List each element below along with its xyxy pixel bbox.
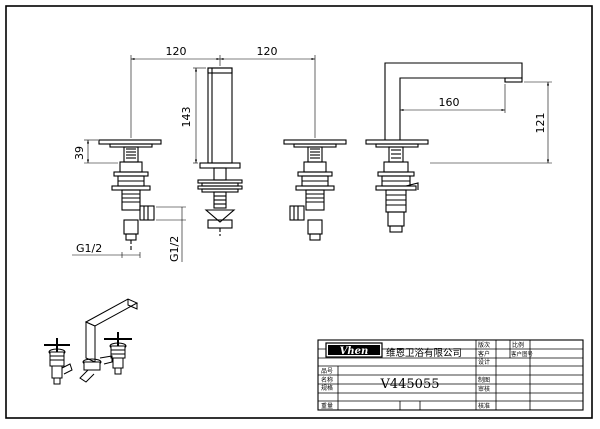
label-version: 版次 (478, 341, 490, 349)
label-item-no: 品号 (321, 368, 333, 375)
company-name: 维恩卫浴有限公司 (386, 347, 462, 359)
dim-spacing-left: 120 (166, 45, 187, 58)
left-handle-valve (98, 139, 162, 250)
side-view-assembly (365, 62, 523, 233)
center-spout (197, 67, 243, 236)
label-approve: 核准 (478, 402, 490, 410)
label-customer: 客户 (478, 350, 490, 358)
label-review: 审核 (478, 385, 490, 393)
dim-handle-height: 39 (73, 146, 86, 160)
dim-spout-height: 143 (180, 107, 193, 128)
model-number: V445055 (379, 377, 439, 392)
title-block (317, 339, 584, 411)
label-scale: 比例 (512, 341, 524, 349)
label-design: 设计 (478, 358, 490, 366)
brand-name: Vhen (340, 346, 369, 357)
isometric-view (44, 298, 139, 385)
dim-spout-clearance: 121 (534, 113, 547, 134)
label-customer-no: 客户图号 (511, 350, 534, 358)
label-name: 名称 (321, 376, 333, 384)
right-handle-valve (283, 139, 347, 241)
label-spec: 规格 (321, 384, 333, 392)
dim-spacing-right: 120 (257, 45, 278, 58)
sheet-border (5, 5, 593, 419)
dim-thread-vertical: G1/2 (168, 236, 181, 262)
dim-thread-horizontal: G1/2 (76, 242, 102, 255)
label-weight: 重量 (321, 402, 333, 410)
dim-spout-reach: 160 (439, 96, 460, 109)
vhen-logo: Vhen (325, 342, 383, 358)
label-draw: 制图 (478, 376, 490, 384)
dimension-lines (72, 55, 552, 262)
